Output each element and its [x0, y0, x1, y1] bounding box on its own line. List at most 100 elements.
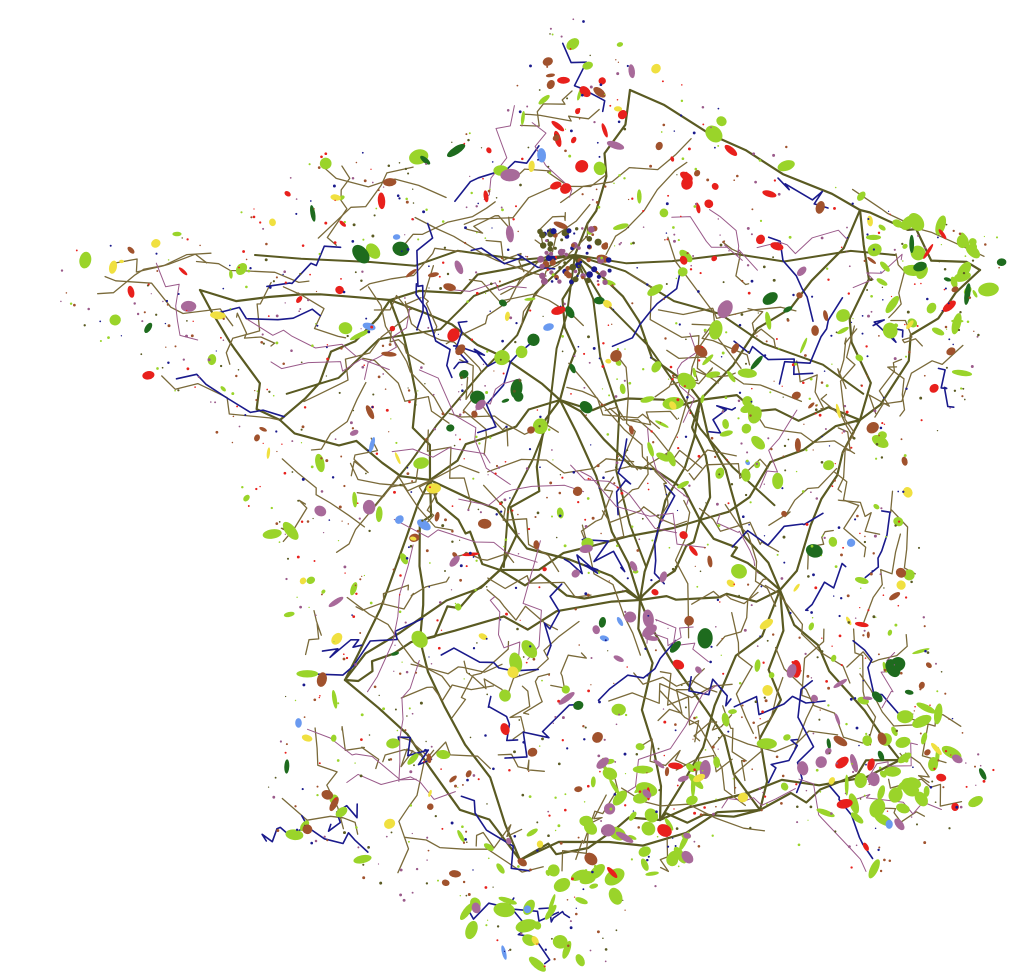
urban-patch [808, 402, 815, 409]
point-feature [715, 798, 717, 801]
urban-core-dot [576, 274, 579, 278]
point-feature [734, 313, 736, 316]
point-feature [746, 226, 750, 230]
point-feature [210, 401, 212, 403]
forest-patch [889, 657, 906, 672]
urban-patch [542, 57, 553, 66]
point-feature [804, 652, 807, 656]
railway [880, 652, 900, 709]
secondary-road [225, 281, 272, 365]
point-feature [275, 314, 279, 318]
point-feature [295, 212, 298, 215]
industrial-patch [696, 203, 701, 214]
point-feature [603, 770, 606, 773]
point-feature [807, 819, 809, 821]
secondary-road [522, 108, 600, 122]
point-feature [773, 179, 777, 182]
point-feature [302, 683, 306, 687]
point-feature [497, 466, 501, 469]
point-feature [534, 515, 537, 519]
point-feature [587, 335, 590, 339]
point-feature [882, 396, 885, 399]
urban-patch [610, 349, 622, 362]
point-feature [737, 417, 740, 420]
point-feature [595, 201, 599, 204]
grassland-patch [634, 783, 647, 794]
point-feature [643, 338, 645, 341]
point-feature [863, 794, 866, 797]
point-feature [962, 387, 965, 390]
point-feature [966, 320, 970, 324]
point-feature [593, 864, 597, 868]
point-feature [615, 929, 618, 932]
waterway [852, 640, 900, 715]
grassland-patch [436, 749, 451, 760]
point-feature [478, 442, 481, 445]
point-feature [850, 866, 853, 869]
point-feature [541, 679, 543, 682]
industrial-patch [335, 285, 344, 295]
point-feature [459, 395, 462, 398]
vineyard-patch [606, 140, 625, 150]
farmland-patch [384, 818, 396, 829]
point-feature [561, 308, 564, 310]
point-feature [515, 321, 518, 325]
forest-patch [446, 424, 455, 432]
point-feature [673, 130, 676, 132]
point-feature [582, 20, 585, 23]
point-feature [759, 635, 761, 638]
grassland-patch [494, 350, 510, 366]
water-body-patch [616, 616, 624, 627]
point-feature [517, 552, 520, 555]
secondary-road [633, 672, 718, 693]
point-feature [948, 827, 951, 830]
point-feature [936, 236, 939, 239]
urban-core-dot [581, 275, 585, 280]
point-feature [393, 670, 395, 672]
point-feature [922, 616, 925, 619]
waterway [504, 703, 578, 759]
industrial-patch [551, 120, 565, 132]
point-feature [399, 574, 402, 577]
industrial-patch [936, 773, 947, 782]
point-feature [303, 716, 306, 718]
waterway [266, 245, 342, 288]
point-feature [487, 857, 490, 860]
point-feature [948, 718, 950, 720]
vineyard-patch [642, 609, 654, 628]
farmland-patch [330, 194, 341, 201]
farmland-patch [737, 792, 749, 803]
point-feature [486, 919, 489, 921]
point-feature [944, 692, 947, 695]
point-feature [162, 300, 164, 303]
point-feature [778, 347, 780, 350]
farmland-patch [269, 218, 276, 227]
major-road [574, 254, 648, 568]
point-feature [624, 348, 626, 350]
point-feature [941, 310, 943, 312]
point-feature [398, 610, 402, 614]
point-feature [745, 459, 749, 463]
point-feature [313, 560, 316, 562]
point-feature [492, 767, 495, 771]
grassland-patch [709, 320, 723, 340]
point-feature [495, 464, 499, 468]
point-feature [522, 656, 525, 658]
point-feature [623, 379, 626, 382]
grassland-patch [878, 224, 886, 231]
point-feature [809, 805, 813, 809]
urban-patch [545, 73, 555, 78]
industrial-patch [607, 867, 618, 878]
point-feature [517, 513, 519, 516]
point-feature [734, 786, 737, 789]
point-feature [617, 455, 619, 458]
urban-patch [794, 438, 801, 453]
point-feature [937, 759, 940, 762]
urban-patch [381, 351, 397, 357]
grassland-patch [616, 42, 624, 47]
point-feature [537, 158, 539, 161]
point-feature [517, 865, 520, 868]
point-feature [622, 589, 624, 592]
point-feature [249, 267, 252, 270]
